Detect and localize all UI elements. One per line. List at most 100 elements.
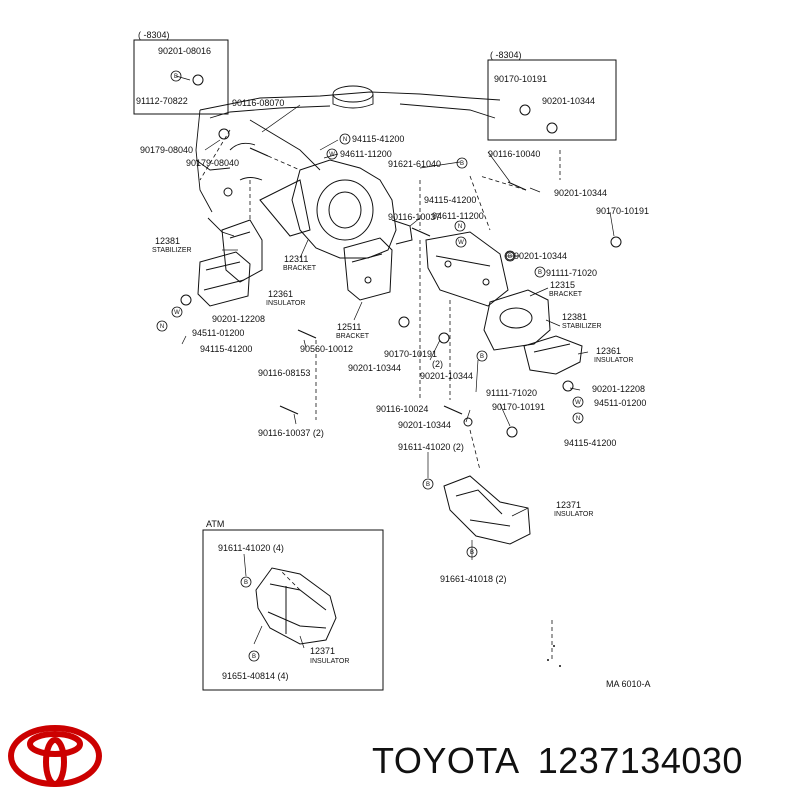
- callout-label: 90116-10037 (2): [258, 428, 324, 438]
- callout-sub: BRACKET: [336, 333, 370, 340]
- callout-sub: INSULATOR: [266, 300, 305, 307]
- callout-label: 90116-08153: [258, 368, 310, 378]
- callout-label: 12381: [155, 236, 180, 246]
- callout-label: 12315: [550, 280, 575, 290]
- right-stabilizer-part: [483, 289, 551, 351]
- callout-label: 90179-08040: [140, 145, 193, 155]
- svg-text:B: B: [252, 654, 256, 660]
- callout-label: 94611-11200: [432, 211, 484, 221]
- callout-label: 90116-08070: [232, 98, 284, 108]
- atm-part-1: 91611-41020 (4): [218, 543, 284, 553]
- svg-text:B: B: [480, 354, 484, 360]
- callout-label: 90201-12208: [592, 384, 645, 394]
- callout-label: 94511-01200: [594, 398, 646, 408]
- atm-part-2: 12371: [310, 646, 335, 656]
- callout-label: 12371: [556, 500, 581, 510]
- callout-sub: STABILIZER: [562, 323, 602, 330]
- callout-labels: 90116-08070 90179-08040 90179-08040 9411…: [140, 98, 649, 584]
- svg-text:W: W: [174, 310, 180, 316]
- callout-label: 90201-10344: [348, 363, 401, 373]
- center-housing: [259, 159, 413, 259]
- leader-lines: [175, 75, 615, 649]
- callout-label: 94115-41200: [564, 438, 616, 448]
- lower-insulator-part: [443, 475, 531, 545]
- callout-label: 12311: [284, 254, 308, 264]
- brand-line: TOYOTA 1237134030: [372, 740, 761, 782]
- top-right-part-2: 90201-10344: [542, 96, 595, 106]
- callout-label: 91661-41018 (2): [440, 574, 507, 584]
- callout-sub: INSULATOR: [594, 357, 633, 364]
- callout-label: 90201-10344: [514, 251, 567, 261]
- callout-label: 90201-10344: [554, 188, 607, 198]
- atm-title: ATM: [206, 519, 224, 529]
- callout-label: 90116-10024: [376, 404, 428, 414]
- callout-label: 12511: [337, 322, 361, 332]
- svg-text:B: B: [460, 161, 464, 167]
- callout-sub: BRACKET: [549, 291, 583, 298]
- callout-label: 94115-41200: [200, 344, 252, 354]
- callout-sub: STABILIZER: [152, 247, 192, 254]
- atm-part-3: 91651-40814 (4): [222, 671, 289, 681]
- top-right-group-box: [487, 59, 617, 141]
- left-stabilizer-part: [197, 219, 263, 307]
- top-left-part-2: 91112-70822: [136, 96, 188, 106]
- atm-insulator-part: [255, 567, 337, 645]
- callout-label: 90170-10191: [384, 349, 437, 359]
- callout-sub: BRACKET: [283, 265, 317, 272]
- callout-label: 90560-10012: [300, 344, 353, 354]
- callout-label: 90179-08040: [186, 158, 239, 168]
- svg-text:W: W: [575, 400, 581, 406]
- atm-part-2-sub: INSULATOR: [310, 658, 349, 665]
- right-insulator-part: [523, 335, 583, 375]
- top-left-range: ( -8304): [138, 30, 170, 40]
- callout-label: 90201-12208: [212, 314, 265, 324]
- dots: [547, 645, 561, 667]
- studs: [249, 147, 527, 415]
- callout-label: 94115-41200: [352, 134, 404, 144]
- callout-label: 90170-10191: [596, 206, 649, 216]
- center-bracket-part: [343, 237, 393, 301]
- svg-text:B: B: [508, 254, 512, 260]
- callout-label: 91111-71020: [546, 268, 597, 278]
- part-number: 1237134030: [537, 740, 743, 781]
- brand-name: TOYOTA: [372, 740, 520, 781]
- callout-label: (2): [432, 359, 443, 369]
- symbol-circles: [156, 70, 584, 662]
- atm-box: [202, 529, 384, 691]
- svg-text:N: N: [458, 224, 462, 230]
- callout-label: 90170-10191: [492, 402, 545, 412]
- svg-text:B: B: [426, 482, 430, 488]
- callout-label: 91111-71020: [486, 388, 537, 398]
- top-left-part-1: 90201-08016: [158, 46, 211, 56]
- toyota-logo-icon: [8, 725, 102, 787]
- svg-text:W: W: [458, 240, 464, 246]
- svg-text:N: N: [576, 416, 580, 422]
- callout-label: 90201-10344: [398, 420, 451, 430]
- callout-label: 94511-01200: [192, 328, 244, 338]
- svg-text:B: B: [538, 270, 542, 276]
- callout-label: 94611-11200: [340, 149, 392, 159]
- callout-sub: INSULATOR: [554, 511, 593, 518]
- callout-label: 94115-41200: [424, 195, 476, 205]
- callout-label: 90116-10037: [388, 212, 440, 222]
- svg-text:B: B: [174, 74, 178, 80]
- top-left-group-box: [133, 39, 229, 115]
- callout-label: 91611-41020 (2): [398, 442, 464, 452]
- callout-label: 12361: [596, 346, 621, 356]
- svg-text:N: N: [343, 137, 347, 143]
- callout-label: 12361: [268, 289, 293, 299]
- fastener-nuts: [180, 74, 622, 438]
- callout-label: 90116-10040: [488, 149, 540, 159]
- reference-code: MA 6010-A: [606, 679, 651, 689]
- callout-label: 90201-10344: [420, 371, 473, 381]
- symbol-letters: B N W B N W B B W N B W N B B B B: [160, 74, 581, 660]
- right-bracket-part: [425, 231, 509, 307]
- top-right-range: ( -8304): [490, 50, 522, 60]
- callout-label: 91621-61040: [388, 159, 441, 169]
- svg-text:N: N: [160, 324, 164, 330]
- svg-text:B: B: [470, 550, 474, 556]
- top-right-part-1: 90170-10191: [494, 74, 547, 84]
- svg-text:W: W: [329, 152, 335, 158]
- dashed-guides: [199, 129, 561, 660]
